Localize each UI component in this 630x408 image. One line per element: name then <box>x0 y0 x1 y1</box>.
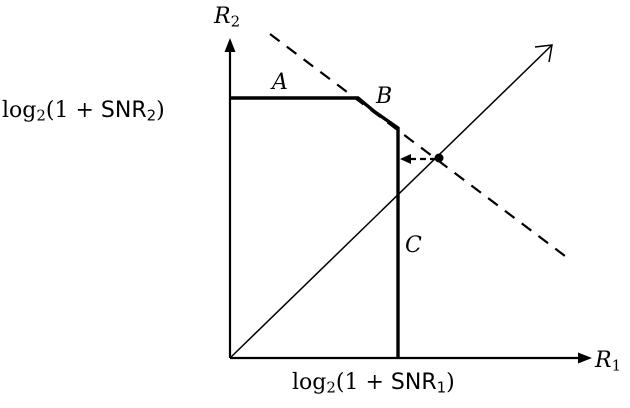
diagonal-ray <box>229 44 553 359</box>
diagonal-arrowhead-icon <box>534 44 553 63</box>
corner-label-a: A <box>272 70 288 95</box>
y-axis-arrowhead-icon <box>224 38 236 52</box>
corner-label-b: B <box>376 84 393 109</box>
x-axis <box>230 352 592 364</box>
sum-rate-dashed-line <box>269 33 566 257</box>
y-tick-label: log2(1 + SNR2) <box>2 98 165 125</box>
x-axis-arrowhead-icon <box>578 352 592 364</box>
x-axis-label: R1 <box>595 348 622 375</box>
y-axis-label: R2 <box>214 4 241 31</box>
x-tick-label: log2(1 + SNR1) <box>292 370 455 397</box>
capacity-region-boundary <box>230 96 400 358</box>
y-axis <box>224 38 236 358</box>
intersection-point <box>434 153 444 163</box>
projection-arrowhead-icon <box>400 154 411 164</box>
corner-label-c: C <box>405 233 422 258</box>
projection-arrow <box>400 154 436 164</box>
